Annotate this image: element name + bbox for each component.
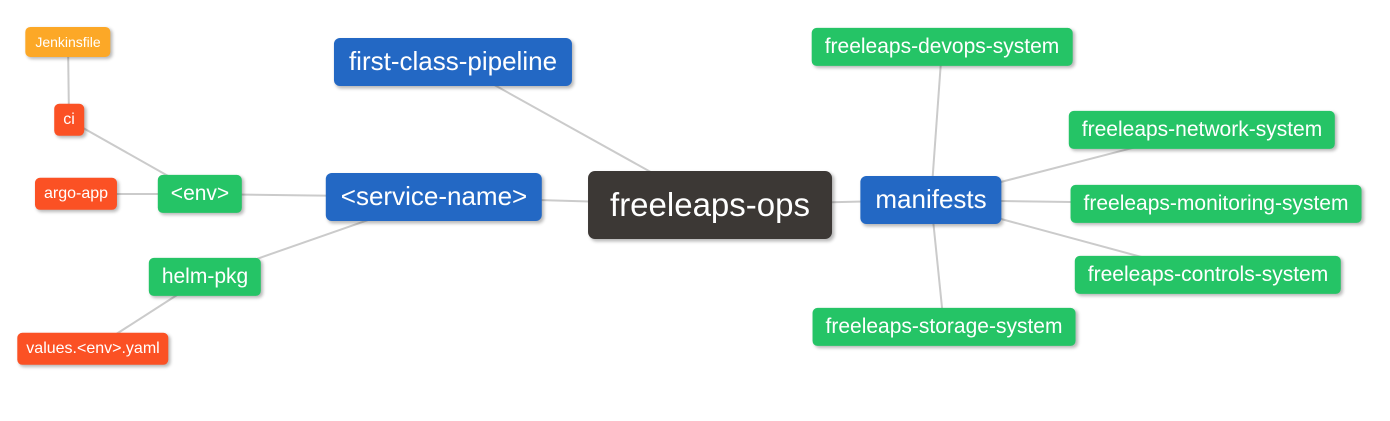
node-monitoring-system[interactable]: freeleaps-monitoring-system [1070,184,1362,224]
node-ci[interactable]: ci [54,103,84,137]
node-helm-pkg[interactable]: helm-pkg [148,257,262,297]
node-env[interactable]: <env> [157,174,243,214]
node-devops-system[interactable]: freeleaps-devops-system [811,27,1073,67]
edge-manifests-to-devops-system [930,46,943,201]
node-service-name[interactable]: <service-name> [325,173,543,221]
node-storage-system[interactable]: freeleaps-storage-system [812,307,1076,347]
node-controls-system[interactable]: freeleaps-controls-system [1074,255,1342,295]
node-network-system[interactable]: freeleaps-network-system [1068,110,1336,150]
node-manifests[interactable]: manifests [860,176,1002,224]
node-argo-app[interactable]: argo-app [34,177,118,211]
node-values-env-yaml[interactable]: values.<env>.yaml [17,332,169,366]
node-freeleaps-ops[interactable]: freeleaps-ops [588,171,832,239]
node-first-class-pipeline[interactable]: first-class-pipeline [333,38,573,86]
node-jenkinsfile[interactable]: Jenkinsfile [25,26,111,58]
